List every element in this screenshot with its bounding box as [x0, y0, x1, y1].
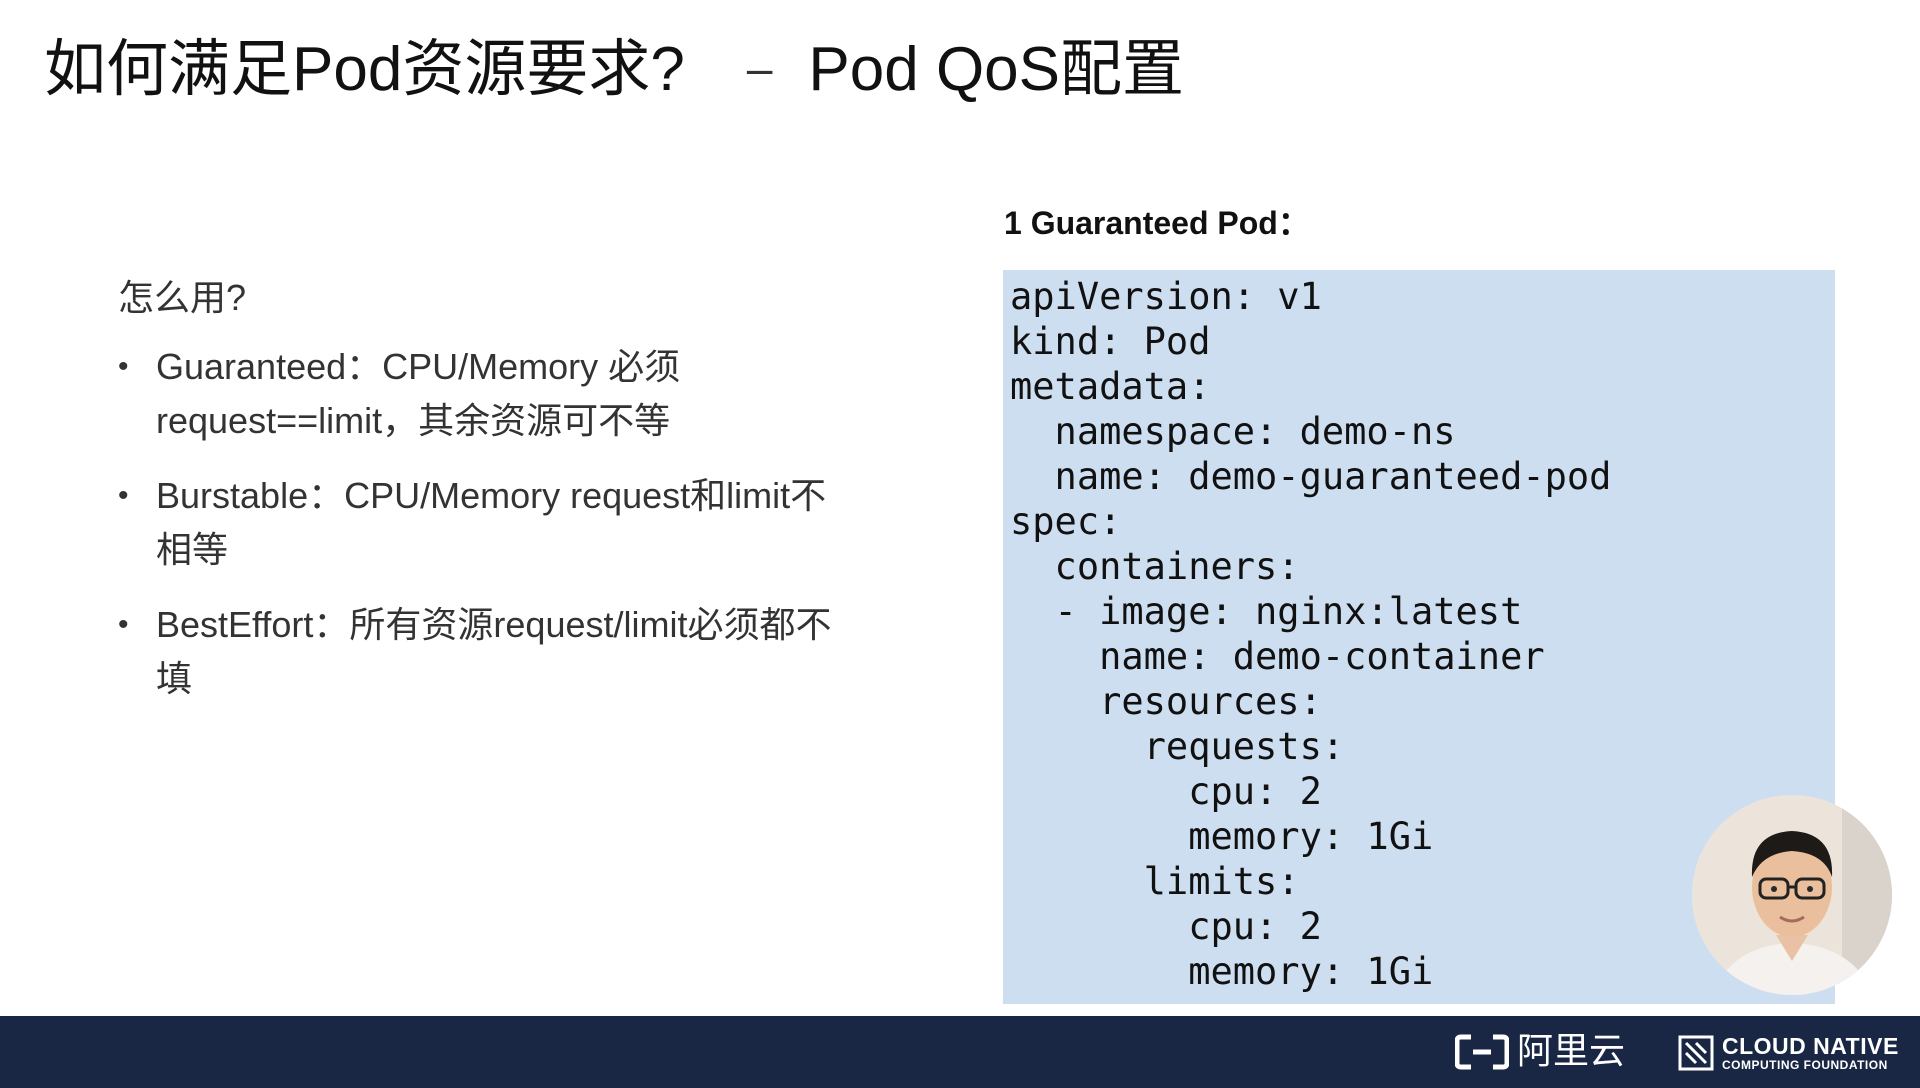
footer-bar: 阿里云 CLOUD NATIVE COMPUTING FOUNDATION [0, 1016, 1920, 1088]
bullet-text-line1: Burstable：CPU/Memory request和limit不 [156, 475, 827, 516]
code-line: spec: [1010, 500, 1122, 543]
bullet-text-line2: request==limit，其余资源可不等 [156, 400, 671, 441]
bullet-text-line2: 填 [156, 658, 193, 699]
aliyun-logo-icon [1455, 1034, 1509, 1070]
code-line: metadata: [1010, 365, 1211, 408]
cncf-logo-icon [1678, 1035, 1714, 1071]
aliyun-logo-text: 阿里云 [1517, 1031, 1626, 1072]
code-line: - image: nginx:latest [1010, 590, 1523, 633]
bullet-burstable: • Burstable：CPU/Memory request和limit不 相等 [118, 469, 918, 577]
presenter-avatar-icon [1692, 795, 1892, 995]
code-line: apiVersion: v1 [1010, 275, 1322, 318]
code-line: resources: [1010, 680, 1322, 723]
code-line: cpu: 2 [1010, 770, 1322, 813]
code-line: memory: 1Gi [1010, 950, 1434, 993]
bullet-text-line2: 相等 [156, 529, 229, 570]
bullet-text-line1: BestEffort：所有资源request/limit必须都不 [156, 604, 832, 645]
presenter-video-thumbnail [1692, 795, 1892, 995]
slide-title: 如何满足Pod资源要求? –Pod QoS配置 [44, 30, 1184, 108]
code-line: limits: [1010, 860, 1300, 903]
bullet-dot: • [118, 479, 129, 512]
bullet-besteffort: • BestEffort：所有资源request/limit必须都不 填 [118, 598, 918, 706]
left-content: 怎么用? • Guaranteed：CPU/Memory 必须 request=… [118, 272, 918, 727]
bullet-text-line1: Guaranteed：CPU/Memory 必须 [156, 346, 681, 387]
question-heading: 怎么用? [118, 277, 247, 318]
code-line: memory: 1Gi [1010, 815, 1434, 858]
code-line: cpu: 2 [1010, 905, 1322, 948]
code-line: kind: Pod [1010, 320, 1211, 363]
title-main: 如何满足Pod资源要求? [44, 35, 685, 104]
aliyun-logo: 阿里云 [1455, 1030, 1625, 1074]
cncf-logo-text: CLOUD NATIVE COMPUTING FOUNDATION [1722, 1034, 1899, 1072]
bullet-guaranteed: • Guaranteed：CPU/Memory 必须 request==limi… [118, 340, 918, 448]
code-line: requests: [1010, 725, 1345, 768]
title-dash: – [746, 42, 773, 94]
code-line: namespace: demo-ns [1010, 410, 1456, 453]
cncf-line1: CLOUD NATIVE [1722, 1033, 1899, 1059]
cncf-logo: CLOUD NATIVE COMPUTING FOUNDATION [1678, 1034, 1899, 1072]
bullet-list: • Guaranteed：CPU/Memory 必须 request==limi… [118, 340, 918, 706]
code-line: name: demo-container [1010, 635, 1545, 678]
code-line: containers: [1010, 545, 1300, 588]
bullet-dot: • [118, 350, 129, 383]
code-heading: 1 Guaranteed Pod： [1004, 205, 1310, 241]
cncf-line2: COMPUTING FOUNDATION [1722, 1058, 1888, 1072]
code-line: name: demo-guaranteed-pod [1010, 455, 1612, 498]
title-sub: Pod QoS配置 [808, 35, 1185, 104]
bullet-dot: • [118, 608, 129, 641]
